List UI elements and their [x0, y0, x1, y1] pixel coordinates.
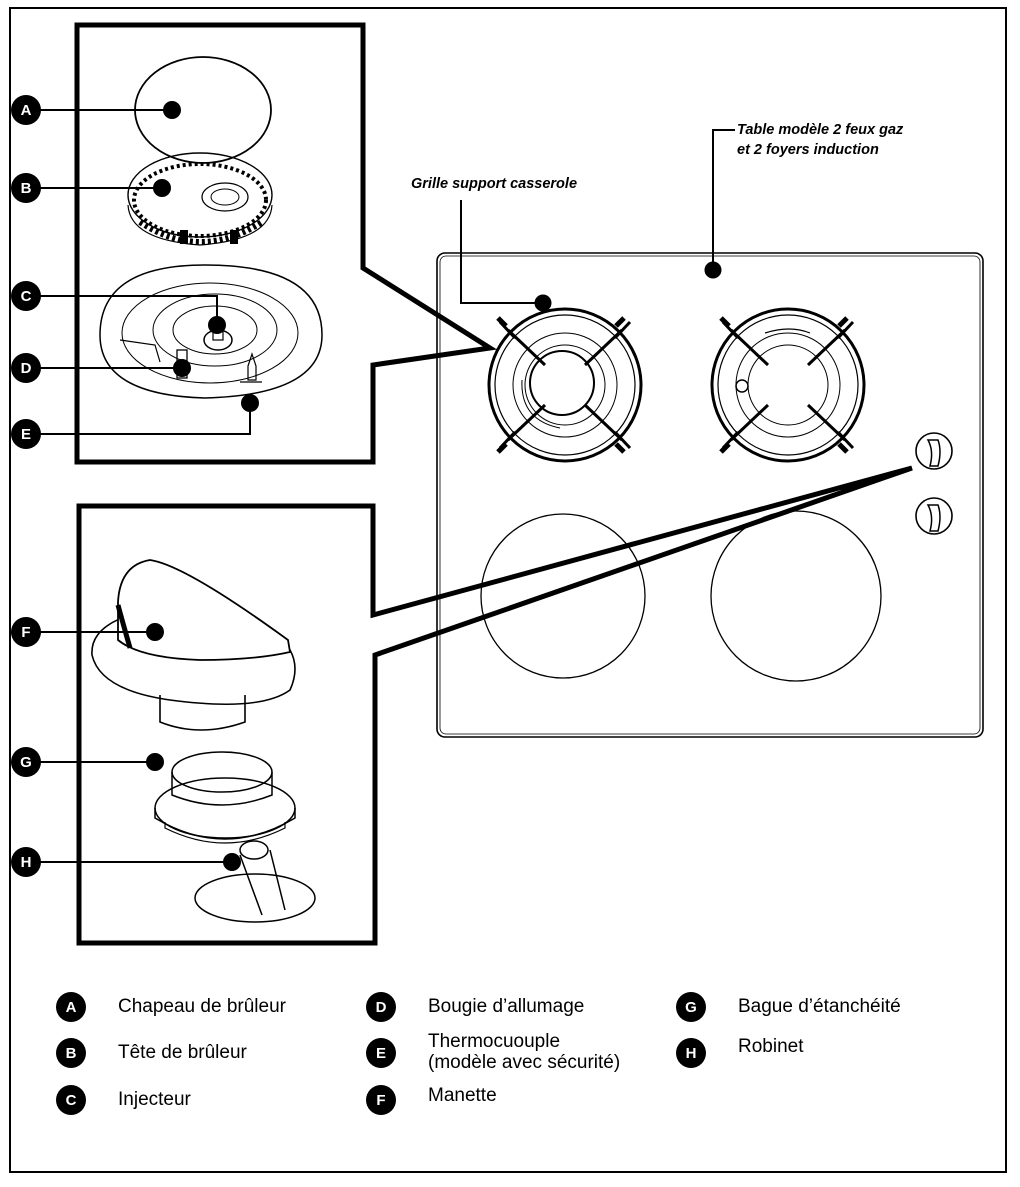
burner-detail-frame: [74, 22, 498, 465]
part-badge-f: F: [11, 617, 41, 647]
gas-burner-left: [487, 307, 643, 463]
leaders-knob-parts: [33, 623, 241, 871]
legend-text-e-line2: (modèle avec sécurité): [428, 1052, 621, 1073]
part-badge-c: C: [11, 281, 41, 311]
legend-badge-a: A: [56, 992, 86, 1022]
outer-frame: [9, 7, 1007, 1173]
part-badge-b: B: [11, 173, 41, 203]
callout-table-label-line2: et 2 foyers induction: [737, 142, 879, 158]
gas-burner-right: [710, 307, 866, 463]
legend-badge-d: D: [366, 992, 396, 1022]
part-badge-e: E: [11, 419, 41, 449]
legend-text-g: Bague d’étanchéité: [738, 996, 901, 1017]
part-tap: [194, 840, 316, 923]
leaders-burner-parts: [33, 101, 259, 435]
legend-text-b: Tête de brûleur: [118, 1042, 247, 1063]
legend-text-c: Injecteur: [118, 1089, 191, 1110]
legend-badge-e: E: [366, 1038, 396, 1068]
cooktop-knob-1: [915, 432, 953, 470]
legend-badge-h: H: [676, 1038, 706, 1068]
legend-text-e-line1: Thermocuouple: [428, 1031, 561, 1052]
part-badge-d: D: [11, 353, 41, 383]
callout-table-label-line1: Table modèle 2 feux gaz: [737, 122, 904, 138]
induction-zone-left: [480, 513, 646, 679]
part-badge-g: G: [11, 747, 41, 777]
part-badge-a: A: [11, 95, 41, 125]
callout-table-leader: [704, 129, 735, 279]
cooktop-knob-2: [915, 497, 953, 535]
legend-text-a: Chapeau de brûleur: [118, 996, 286, 1017]
part-control-knob: [91, 559, 296, 731]
legend-badge-g: G: [676, 992, 706, 1022]
legend-text-d: Bougie d’allumage: [428, 996, 585, 1017]
induction-zone-right: [710, 510, 882, 682]
cooktop: [436, 252, 984, 738]
legend-badge-f: F: [366, 1085, 396, 1115]
legend-text-h: Robinet: [738, 1036, 804, 1057]
legend-badge-b: B: [56, 1038, 86, 1068]
part-burner-base: [99, 264, 323, 399]
part-burner-head: [127, 152, 273, 246]
knob-detail-frame: [76, 465, 913, 946]
legend-text-f: Manette: [428, 1085, 497, 1106]
callout-grille-label: Grille support casserole: [411, 176, 578, 192]
part-sealing-ring: [154, 751, 296, 844]
part-badge-h: H: [11, 847, 41, 877]
callout-grille-leader: [460, 200, 552, 312]
legend-badge-c: C: [56, 1085, 86, 1115]
